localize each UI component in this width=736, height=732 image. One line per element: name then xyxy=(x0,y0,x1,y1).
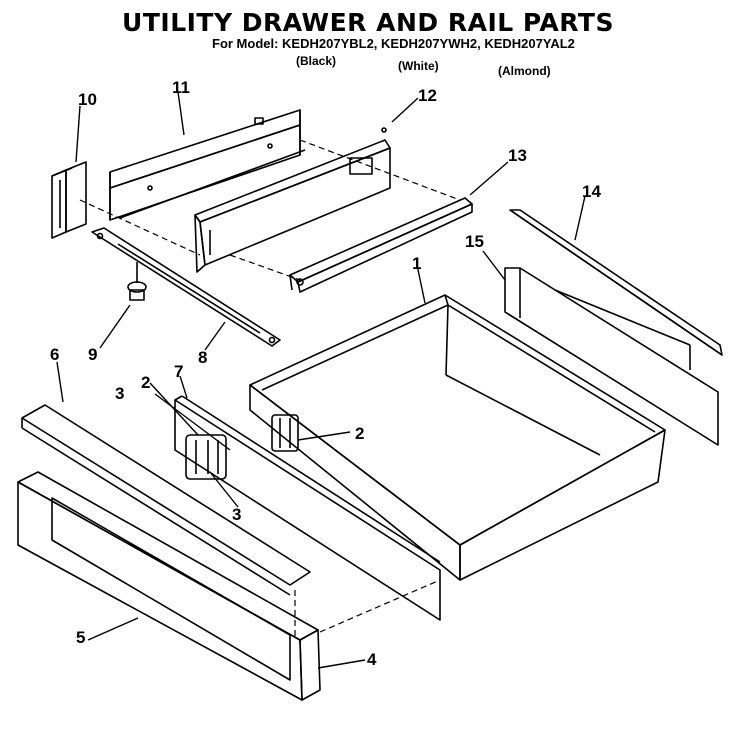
part-3-clip-left xyxy=(186,435,226,479)
model-list: For Model: KEDH207YBL2, KEDH207YWH2, KED… xyxy=(212,36,575,51)
part-11-rear-panel xyxy=(110,110,305,220)
callout-9: 9 xyxy=(88,345,98,364)
finish-almond: (Almond) xyxy=(498,64,551,78)
callout-7: 7 xyxy=(174,362,184,381)
finish-black: (Black) xyxy=(296,54,337,68)
part-1-drawer-pan xyxy=(250,295,665,580)
part-13-slide-rail xyxy=(290,198,472,292)
assembly-guide-lines xyxy=(80,140,460,640)
part-5-front-frame xyxy=(18,472,320,700)
callout-1: 1 xyxy=(412,254,422,273)
callout-3-left: 3 xyxy=(115,384,125,403)
part-10-side-bracket xyxy=(52,162,86,238)
part-12-rail-bracket xyxy=(195,128,390,272)
part-14-trim-strip xyxy=(510,210,722,355)
part-2-clip-right xyxy=(272,415,298,451)
callout-2-right: 2 xyxy=(355,424,365,443)
callout-8: 8 xyxy=(198,348,208,367)
callout-5: 5 xyxy=(76,628,86,647)
callout-6: 6 xyxy=(50,345,60,364)
diagram-title: UTILITY DRAWER AND RAIL PARTS xyxy=(122,8,614,37)
part-7-front-bracket xyxy=(175,396,440,620)
callout-10: 10 xyxy=(78,90,97,109)
callout-12: 12 xyxy=(418,86,437,105)
finish-white: (White) xyxy=(398,59,439,73)
callout-15: 15 xyxy=(465,232,484,251)
part-9-bolt xyxy=(128,262,146,300)
callout-14: 14 xyxy=(582,182,601,201)
callout-13: 13 xyxy=(508,146,527,165)
part-8-slotted-bar xyxy=(92,228,280,346)
callout-leaders xyxy=(57,92,585,668)
callout-11: 11 xyxy=(172,78,190,97)
part-15-side-panel xyxy=(505,268,718,445)
callout-2-left: 2 xyxy=(141,373,151,392)
part-6-top-trim xyxy=(22,405,310,595)
callout-3-bottom: 3 xyxy=(232,505,242,524)
callout-4: 4 xyxy=(367,650,377,669)
